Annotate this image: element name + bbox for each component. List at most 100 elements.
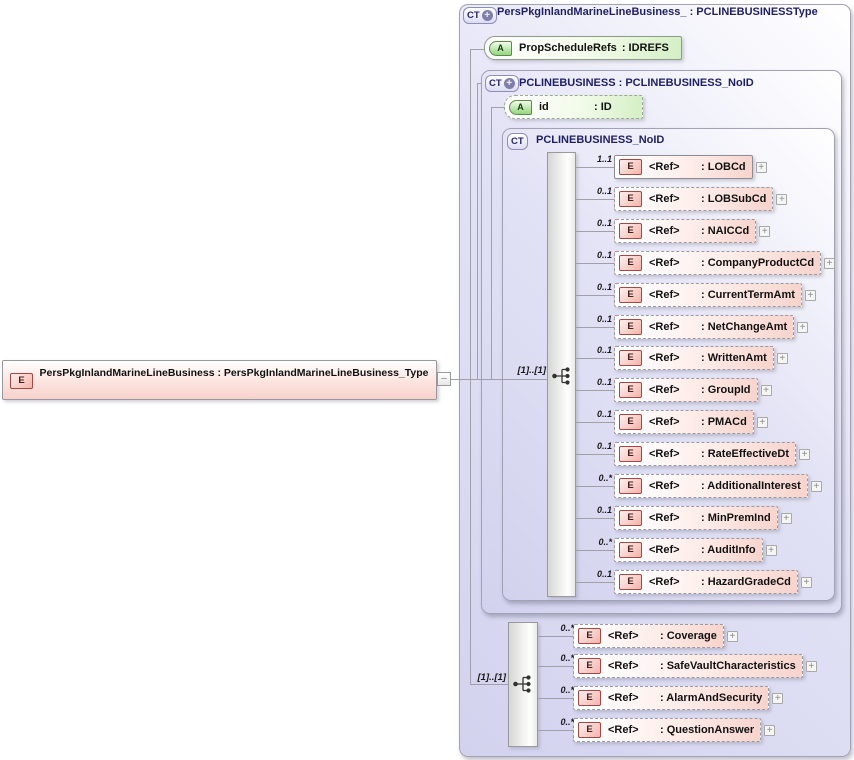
expand-button[interactable]: + [765, 544, 777, 556]
element-icon: E [619, 446, 642, 462]
attribute-id[interactable]: A id : ID [504, 95, 643, 119]
root-element-box[interactable]: E PersPkgInlandMarineLineBusiness : Pers… [2, 360, 437, 400]
element-row-netchangeamt: 0..1 E<Ref>: NetChangeAmt + [576, 314, 809, 339]
row-connector [576, 230, 614, 232]
element-icon: E [578, 722, 601, 738]
attribute-icon: A [509, 99, 532, 115]
row-connector [576, 294, 614, 296]
outer-type-title: PersPkgInlandMarineLineBusiness_ : PCLIN… [497, 6, 818, 18]
attribute-icon: A [489, 40, 512, 56]
element-ref-lobsubcd[interactable]: E<Ref>: LOBSubCd [614, 187, 774, 211]
plus-badge-icon: + [481, 10, 493, 21]
plus-badge-icon: + [503, 78, 515, 89]
connector-vertical-b [477, 83, 478, 380]
sequence-compositor-icon [552, 367, 570, 385]
element-icon: E [619, 414, 642, 430]
expand-button[interactable]: + [776, 193, 788, 205]
attribute-propschedulerefs[interactable]: A PropScheduleRefs : IDREFS [484, 36, 682, 60]
sequence-occurs-label: [1]..[1] [517, 365, 547, 376]
row-connector [576, 326, 614, 328]
occurs-label: 0..1 [596, 282, 612, 292]
occurs-label: 0..* [560, 623, 574, 633]
row-connector [576, 549, 614, 551]
row-connector [576, 453, 614, 455]
element-ref-netchangeamt[interactable]: E<Ref>: NetChangeAmt [614, 315, 795, 339]
element-row-lobcd: 1..1 E<Ref>: LOBCd + [576, 154, 767, 179]
noid-type-title: PCLINEBUSINESS_NoID [536, 134, 665, 146]
attribute-name: PropScheduleRefs [519, 42, 617, 54]
expand-button[interactable]: + [780, 512, 792, 524]
occurs-label: 0..1 [596, 250, 612, 260]
complextype-icon: CT+ [485, 75, 519, 92]
element-row-additionalinterest: 0..* E<Ref>: AdditionalInterest + [576, 473, 822, 498]
element-ref-minpremind[interactable]: E<Ref>: MinPremInd [614, 506, 778, 530]
element-ref-hazardgradecd[interactable]: E<Ref>: HazardGradeCd [614, 570, 798, 594]
element-icon: E [578, 690, 601, 706]
occurs-label: 0..1 [596, 409, 612, 419]
element-row-hazardgradecd: 0..1 E<Ref>: HazardGradeCd + [576, 569, 812, 594]
occurs-label: 0..1 [596, 441, 612, 451]
collapse-button[interactable]: − [437, 372, 451, 386]
element-icon: E [10, 373, 33, 389]
expand-button[interactable]: + [797, 321, 809, 333]
element-ref-groupid[interactable]: E<Ref>: GroupId [614, 378, 758, 402]
row-connector [576, 166, 614, 168]
expand-button[interactable]: + [726, 630, 738, 642]
element-row-writtenamt: 0..1 E<Ref>: WrittenAmt + [576, 345, 788, 370]
occurs-label: 1..1 [596, 154, 612, 164]
element-icon: E [578, 628, 601, 644]
occurs-label: 0..* [560, 653, 574, 663]
occurs-label: 0..1 [596, 314, 612, 324]
expand-button[interactable]: + [760, 384, 772, 396]
row-connector [576, 421, 614, 423]
expand-button[interactable]: + [824, 257, 836, 269]
sequence-occurs-label: [1]..[1] [477, 672, 507, 683]
expand-button[interactable]: + [756, 416, 768, 428]
occurs-label: 0..* [560, 685, 574, 695]
row-connector [576, 517, 614, 519]
element-ref-auditinfo[interactable]: E<Ref>: AuditInfo [614, 538, 763, 562]
element-ref-additionalinterest[interactable]: E<Ref>: AdditionalInterest [614, 474, 808, 498]
row-connector [576, 485, 614, 487]
occurs-label: 0..1 [596, 505, 612, 515]
row-connector [538, 665, 573, 667]
element-row-minpremind: 0..1 E<Ref>: MinPremInd + [576, 505, 792, 530]
expand-button[interactable]: + [805, 660, 817, 672]
element-row-currenttermamt: 0..1 E<Ref>: CurrentTermAmt + [576, 282, 816, 307]
expand-button[interactable]: + [804, 289, 816, 301]
element-ref-rateeffectivedt[interactable]: E<Ref>: RateEffectiveDt [614, 442, 797, 466]
expand-button[interactable]: + [764, 724, 776, 736]
element-ref-coverage[interactable]: E<Ref>: Coverage [573, 624, 724, 648]
element-ref-currenttermamt[interactable]: E<Ref>: CurrentTermAmt [614, 283, 802, 307]
element-row-lobsubcd: 0..1 E<Ref>: LOBSubCd + [576, 186, 788, 211]
element-ref-naiccd[interactable]: E<Ref>: NAICCd [614, 219, 757, 243]
element-row-coverage: 0..* E<Ref>: Coverage + [538, 623, 738, 648]
element-icon: E [619, 350, 642, 366]
element-icon: E [619, 478, 642, 494]
expand-button[interactable]: + [759, 225, 771, 237]
element-ref-companyproductcd[interactable]: E<Ref>: CompanyProductCd [614, 251, 822, 275]
occurs-label: 0..* [560, 717, 574, 727]
attribute-type: : ID [594, 101, 612, 113]
element-icon: E [619, 574, 642, 590]
expand-button[interactable]: + [772, 692, 784, 704]
element-icon: E [619, 159, 642, 175]
element-icon: E [578, 658, 601, 674]
expand-button[interactable]: + [799, 448, 811, 460]
element-ref-questionanswer[interactable]: E<Ref>: QuestionAnswer [573, 718, 762, 742]
inner-type-title: PCLINEBUSINESS : PCLINEBUSINESS_NoID [519, 77, 754, 89]
expand-button[interactable]: + [755, 161, 767, 173]
element-ref-safevaultcharacteristics[interactable]: E<Ref>: SafeVaultCharacteristics [573, 654, 803, 678]
expand-button[interactable]: + [800, 576, 812, 588]
expand-button[interactable]: + [810, 480, 822, 492]
element-ref-writtenamt[interactable]: E<Ref>: WrittenAmt [614, 346, 774, 370]
element-ref-pmacd[interactable]: E<Ref>: PMACd [614, 410, 754, 434]
row-connector [538, 635, 573, 637]
connector-vertical-a [470, 49, 471, 685]
element-ref-lobcd[interactable]: E<Ref>: LOBCd [614, 155, 753, 179]
expand-button[interactable]: + [776, 352, 788, 364]
element-ref-alarmandsecurity[interactable]: E<Ref>: AlarmAndSecurity [573, 686, 770, 710]
complextype-icon: CT [507, 133, 528, 150]
element-icon: E [619, 510, 642, 526]
